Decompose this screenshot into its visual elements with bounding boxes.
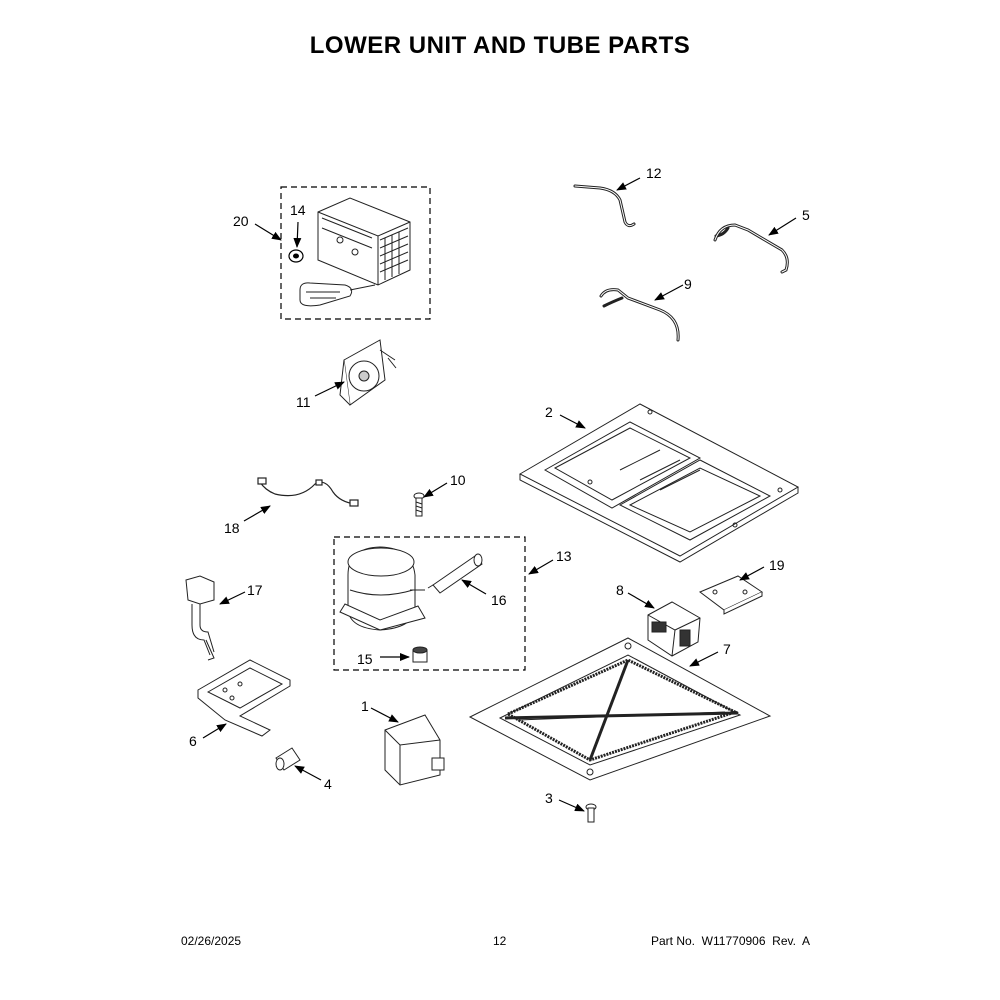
spacer-4 — [275, 747, 301, 771]
fan-motor-11 — [339, 339, 397, 406]
callout-4: 4 — [324, 776, 332, 792]
bracket-plate-19 — [699, 575, 764, 615]
callout-12: 12 — [646, 165, 662, 181]
filter-drier-16 — [427, 553, 483, 594]
callout-2: 2 — [545, 404, 553, 420]
callout-19: 19 — [769, 557, 785, 573]
bracket-6 — [197, 659, 291, 737]
grommet-14 — [288, 249, 304, 263]
callout-3: 3 — [545, 790, 553, 806]
callout-13: 13 — [556, 548, 572, 564]
callout-1: 1 — [361, 698, 369, 714]
compressor — [339, 546, 426, 631]
callout-9: 9 — [684, 276, 692, 292]
callout-6: 6 — [189, 733, 197, 749]
tube-5-inner — [714, 224, 788, 273]
footer-date: 02/26/2025 — [181, 934, 242, 948]
callout-7: 7 — [723, 641, 731, 657]
tube-12 — [573, 184, 636, 228]
relay-cover-1 — [384, 714, 445, 786]
wire-harness-18 — [257, 477, 359, 507]
footer-page-number: 12 — [493, 934, 507, 948]
group-box-13 — [333, 536, 526, 671]
tube-12-inner — [574, 185, 635, 227]
grommet-15 — [412, 646, 428, 663]
footer-part-number: Part No. W11770906 Rev. A — [651, 934, 810, 948]
tube-9-inner — [600, 289, 679, 341]
cover-panel-7 — [468, 637, 772, 781]
drain-tube-17 — [185, 575, 215, 661]
callout-17: 17 — [247, 582, 263, 598]
group-box-20 — [280, 186, 431, 320]
screw-3 — [585, 803, 597, 823]
callout-20: 20 — [233, 213, 249, 229]
tube-9 — [599, 288, 680, 342]
callout-15: 15 — [357, 651, 373, 667]
base-pan-2 — [518, 403, 800, 563]
control-board-8 — [647, 601, 701, 657]
callout-5: 5 — [802, 207, 810, 223]
callout-14: 14 — [290, 202, 306, 218]
leader-arrows — [202, 177, 797, 812]
condenser-assembly — [299, 197, 411, 307]
callout-8: 8 — [616, 582, 624, 598]
screw-10 — [413, 492, 425, 517]
callout-11: 11 — [296, 394, 311, 410]
callout-16: 16 — [491, 592, 507, 608]
callout-10: 10 — [450, 472, 466, 488]
page-title: LOWER UNIT AND TUBE PARTS — [309, 32, 691, 59]
callout-18: 18 — [224, 520, 240, 536]
